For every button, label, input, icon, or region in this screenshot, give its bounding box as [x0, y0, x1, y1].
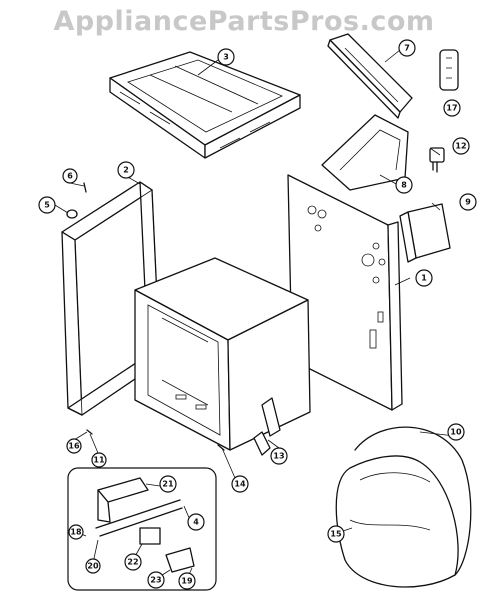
- svg-text:14: 14: [234, 480, 246, 489]
- callout-19: 19: [178, 572, 196, 590]
- svg-text:11: 11: [93, 456, 105, 465]
- callout-18: 18: [68, 524, 84, 540]
- svg-text:13: 13: [273, 452, 284, 461]
- part-17-plug: [439, 49, 459, 91]
- callout-9: 9: [459, 193, 477, 211]
- svg-text:8: 8: [401, 181, 407, 190]
- callout-13: 13: [270, 447, 288, 465]
- part-12-switch: [429, 147, 445, 173]
- part-5-grommet: [66, 209, 78, 219]
- part-1-side-panel: [287, 174, 403, 411]
- part-10-gasket: [354, 426, 472, 576]
- svg-text:9: 9: [465, 198, 471, 207]
- callout-7: 7: [398, 39, 416, 57]
- part-14-screw: [217, 444, 225, 451]
- svg-text:1: 1: [421, 274, 427, 283]
- svg-text:21: 21: [162, 480, 174, 489]
- part-6-screw: [83, 182, 87, 193]
- callout-6: 6: [62, 168, 78, 184]
- callout-4: 4: [187, 513, 205, 531]
- callout-5: 5: [38, 196, 56, 214]
- svg-text:2: 2: [123, 166, 129, 175]
- watermark-text: AppliancePartsPros.com: [53, 6, 435, 37]
- svg-text:7: 7: [404, 44, 410, 53]
- svg-text:12: 12: [455, 142, 466, 151]
- callout-15: 15: [327, 525, 345, 543]
- callout-8: 8: [395, 176, 413, 194]
- callout-20: 20: [85, 558, 101, 574]
- callout-11: 11: [91, 452, 107, 468]
- part-top-frame: [109, 51, 301, 159]
- callout-10: 10: [447, 423, 465, 441]
- svg-text:18: 18: [70, 528, 82, 537]
- callout-12: 12: [452, 137, 470, 155]
- oven-cavity: [134, 257, 311, 451]
- callout-22: 22: [124, 553, 142, 571]
- svg-text:4: 4: [193, 518, 199, 527]
- part-8-duct: [321, 114, 409, 191]
- svg-text:16: 16: [68, 442, 80, 451]
- part-9-box: [399, 203, 451, 263]
- inset-detail-box: [67, 467, 217, 591]
- svg-text:23: 23: [150, 576, 161, 585]
- svg-text:6: 6: [67, 172, 73, 181]
- svg-text:10: 10: [450, 428, 462, 437]
- callout-2: 2: [117, 161, 135, 179]
- callout-3: 3: [217, 48, 235, 66]
- part-13-hinge: [253, 397, 281, 456]
- svg-text:17: 17: [446, 104, 457, 113]
- callout-16: 16: [66, 438, 82, 454]
- part-15-cover: [335, 455, 459, 588]
- callout-14: 14: [231, 475, 249, 493]
- svg-text:15: 15: [330, 530, 342, 539]
- part-7-bracket: [327, 33, 413, 119]
- callout-21: 21: [159, 475, 177, 493]
- svg-text:20: 20: [87, 562, 99, 571]
- callout-17: 17: [443, 99, 461, 117]
- svg-text:5: 5: [44, 201, 50, 210]
- callout-23: 23: [147, 571, 165, 589]
- svg-text:19: 19: [181, 577, 193, 586]
- part-11-screw: [86, 429, 93, 435]
- svg-text:22: 22: [127, 558, 138, 567]
- svg-text:3: 3: [223, 53, 229, 62]
- callout-1: 1: [415, 269, 433, 287]
